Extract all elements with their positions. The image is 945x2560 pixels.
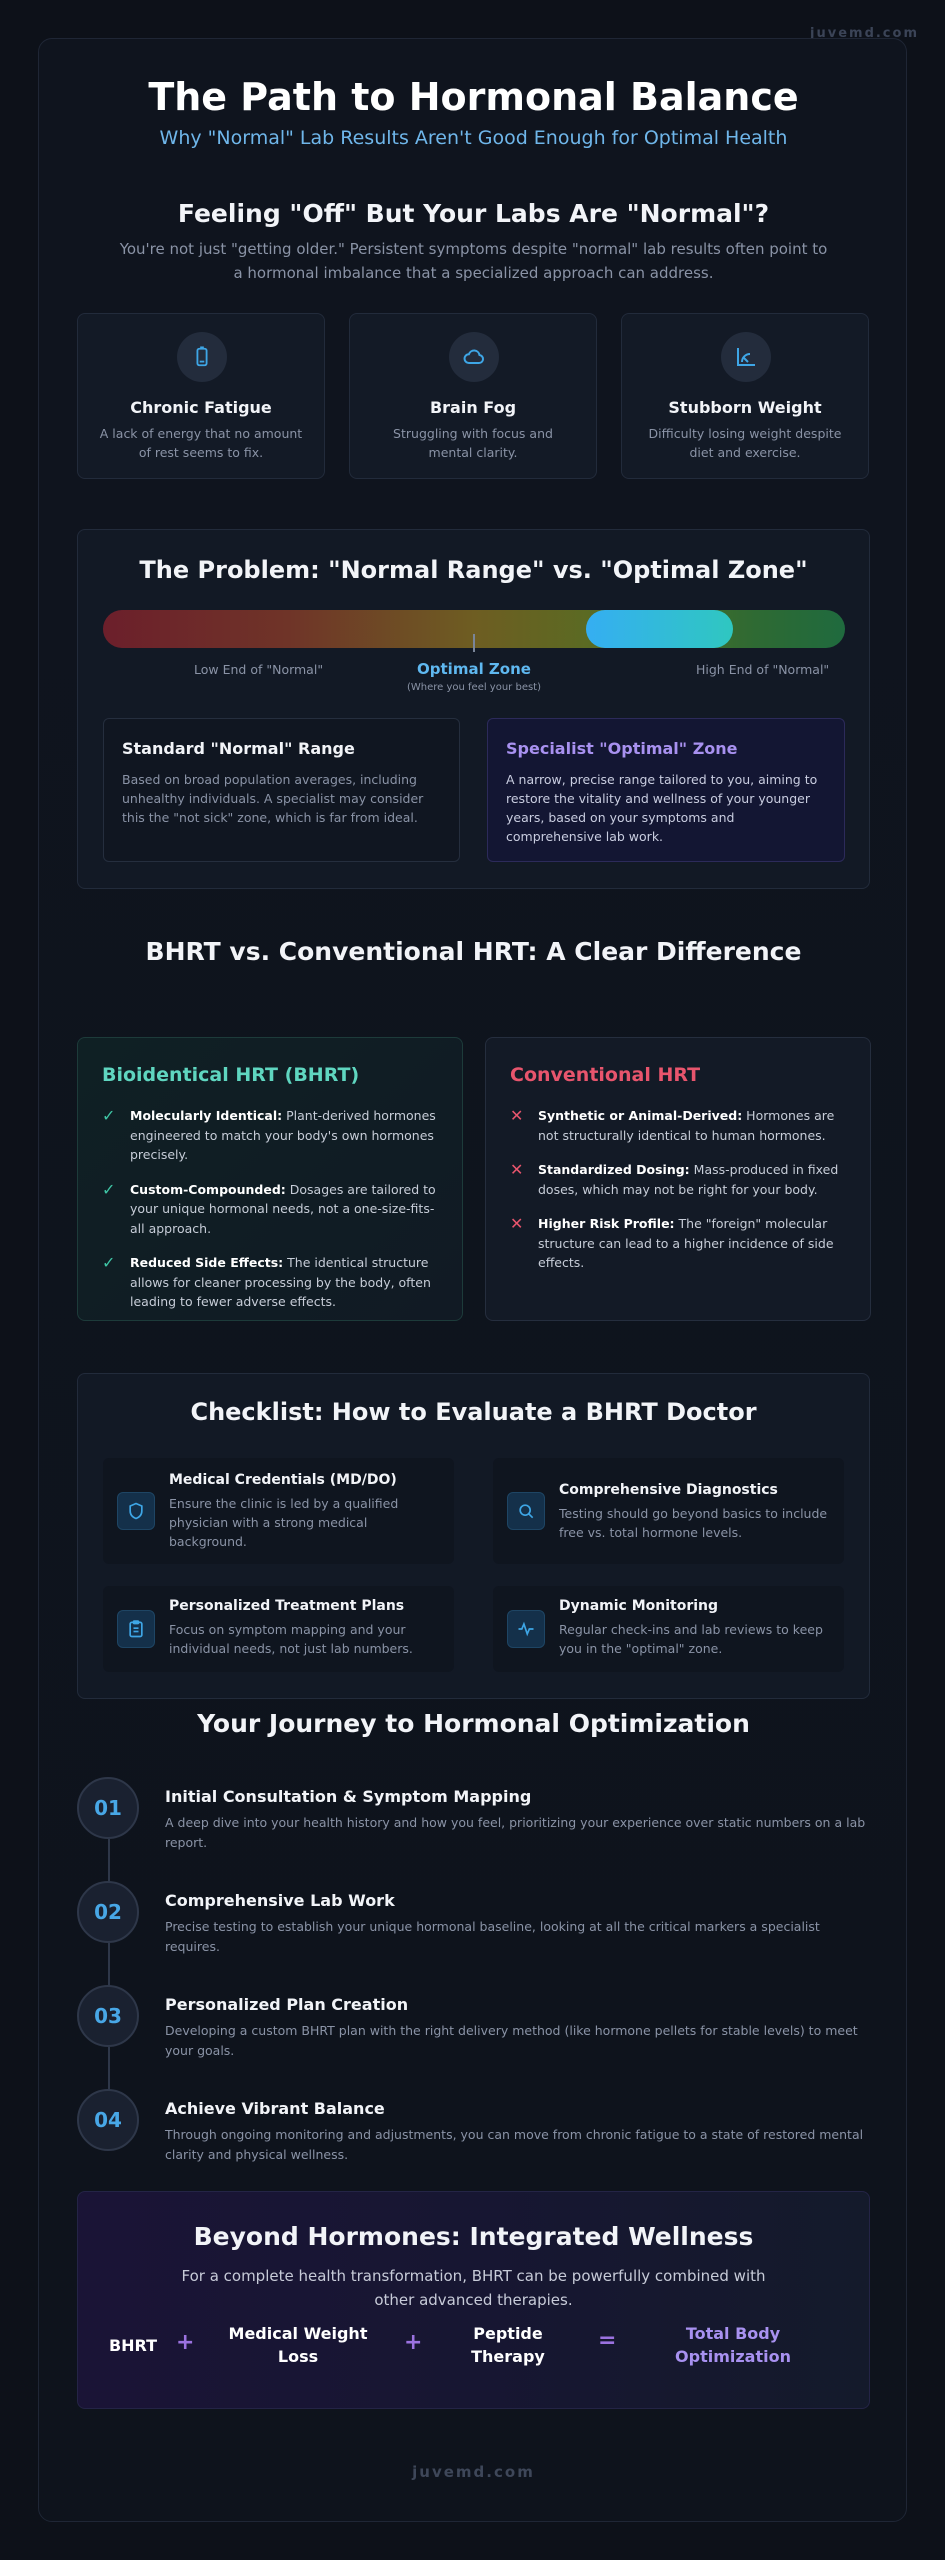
checklist-item-diagnostics: Comprehensive Diagnostics Testing should… bbox=[493, 1458, 844, 1564]
bhrt-item: ✓ Custom-Compounded: Dosages are tailore… bbox=[102, 1180, 438, 1239]
problem-title: The Problem: "Normal Range" vs. "Optimal… bbox=[139, 556, 808, 584]
bhrt-item: ✓ Molecularly Identical: Plant-derived h… bbox=[102, 1106, 438, 1165]
range-marker bbox=[473, 634, 475, 652]
intro-title: Feeling "Off" But Your Labs Are "Normal"… bbox=[177, 199, 770, 228]
checklist-item-title: Personalized Treatment Plans bbox=[169, 1598, 405, 1614]
optimal-zone-note: (Where you feel your best) bbox=[406, 682, 542, 693]
symptom-title: Stubborn Weight bbox=[668, 398, 822, 417]
checklist-item-text: Ensure the clinic is led by a qualified … bbox=[169, 1496, 399, 1549]
checklist-item-title: Comprehensive Diagnostics bbox=[559, 1482, 778, 1498]
scale-icon bbox=[721, 332, 771, 382]
step-number: 03 bbox=[77, 1985, 139, 2047]
low-normal-label: Low End of "Normal" bbox=[194, 662, 324, 677]
beyond-title: Beyond Hormones: Integrated Wellness bbox=[193, 2222, 754, 2251]
optimal-zone-label: Optimal Zone bbox=[417, 660, 531, 678]
cross-icon: ✕ bbox=[510, 1214, 524, 1233]
formula-equals: = bbox=[598, 2328, 617, 2353]
formula-bhrt: BHRT bbox=[108, 2336, 158, 2355]
magnifier-icon bbox=[507, 1492, 545, 1530]
footer-brand: juvemd.com bbox=[412, 2463, 535, 2481]
specialist-zone-card: Specialist "Optimal" Zone A narrow, prec… bbox=[487, 718, 845, 862]
bhrt-item: ✓ Reduced Side Effects: The identical st… bbox=[102, 1253, 438, 1312]
clipboard-icon bbox=[117, 1610, 155, 1648]
conventional-title: Conventional HRT bbox=[510, 1064, 701, 1086]
step-text: A deep dive into your health history and… bbox=[165, 1815, 866, 1850]
cross-icon: ✕ bbox=[510, 1106, 524, 1125]
check-icon: ✓ bbox=[102, 1253, 116, 1272]
step-number: 01 bbox=[77, 1777, 139, 1839]
high-normal-label: High End of "Normal" bbox=[696, 662, 830, 677]
battery-icon bbox=[177, 332, 227, 382]
pulse-icon bbox=[507, 1610, 545, 1648]
beyond-section: Beyond Hormones: Integrated Wellness For… bbox=[77, 2191, 870, 2409]
formula-plus-2: + bbox=[404, 2330, 423, 2355]
checklist-item-title: Dynamic Monitoring bbox=[559, 1598, 719, 1614]
step-number: 02 bbox=[77, 1881, 139, 1943]
standard-range-card: Standard "Normal" Range Based on broad p… bbox=[103, 718, 460, 862]
problem-section: The Problem: "Normal Range" vs. "Optimal… bbox=[77, 529, 870, 889]
comparison-title: BHRT vs. Conventional HRT: A Clear Diffe… bbox=[145, 937, 802, 966]
timeline-connector bbox=[108, 1839, 110, 1883]
checklist-item-plans: Personalized Treatment Plans Focus on sy… bbox=[103, 1586, 454, 1672]
checklist-item-monitoring: Dynamic Monitoring Regular check-ins and… bbox=[493, 1586, 844, 1672]
checklist-item-text: Focus on symptom mapping and your indivi… bbox=[169, 1622, 413, 1656]
conventional-item: ✕ Synthetic or Animal-Derived: Hormones … bbox=[510, 1106, 846, 1145]
symptom-card-fatigue: Chronic Fatigue A lack of energy that no… bbox=[77, 313, 325, 479]
step-number: 04 bbox=[77, 2089, 139, 2151]
page-subtitle: Why "Normal" Lab Results Aren't Good Eno… bbox=[159, 127, 788, 149]
checklist-item-text: Regular check-ins and lab reviews to kee… bbox=[559, 1622, 823, 1656]
step-title: Personalized Plan Creation bbox=[165, 1995, 409, 2014]
optimal-zone-segment bbox=[586, 610, 733, 648]
infographic-card: The Path to Hormonal Balance Why "Normal… bbox=[38, 38, 907, 2522]
formula-plus-1: + bbox=[176, 2330, 195, 2355]
step-title: Achieve Vibrant Balance bbox=[165, 2099, 385, 2118]
step-text: Precise testing to establish your unique… bbox=[165, 1919, 820, 1954]
standard-range-title: Standard "Normal" Range bbox=[122, 739, 355, 758]
standard-range-text: Based on broad population averages, incl… bbox=[122, 772, 424, 825]
checklist-item-text: Testing should go beyond basics to inclu… bbox=[559, 1506, 828, 1540]
formula-peptide: Peptide Therapy bbox=[471, 2324, 545, 2366]
intro-text: You're not just "getting older." Persist… bbox=[119, 240, 828, 282]
step-text: Through ongoing monitoring and adjustmen… bbox=[165, 2127, 864, 2162]
journey-title: Your Journey to Hormonal Optimization bbox=[197, 1709, 750, 1738]
check-icon: ✓ bbox=[102, 1179, 116, 1199]
bhrt-title: Bioidentical HRT (BHRT) bbox=[102, 1064, 360, 1086]
checklist-item-title: Medical Credentials (MD/DO) bbox=[169, 1472, 397, 1488]
step-title: Comprehensive Lab Work bbox=[165, 1891, 395, 1910]
page-title: The Path to Hormonal Balance bbox=[148, 75, 799, 119]
conventional-card: Conventional HRT ✕ Synthetic or Animal-D… bbox=[485, 1037, 871, 1321]
symptom-card-brain-fog: Brain Fog Struggling with focus and ment… bbox=[349, 313, 597, 479]
step-text: Developing a custom BHRT plan with the r… bbox=[165, 2023, 858, 2058]
specialist-zone-title: Specialist "Optimal" Zone bbox=[506, 739, 738, 758]
symptom-text: Struggling with focus and mental clarity… bbox=[393, 426, 553, 460]
check-icon: ✓ bbox=[102, 1106, 116, 1125]
conventional-item: ✕ Higher Risk Profile: The "foreign" mol… bbox=[510, 1214, 846, 1273]
checklist-title: Checklist: How to Evaluate a BHRT Doctor bbox=[190, 1398, 757, 1426]
beyond-text: For a complete health transformation, BH… bbox=[181, 2267, 766, 2309]
checklist-item-credentials: Medical Credentials (MD/DO) Ensure the c… bbox=[103, 1458, 454, 1564]
cloud-icon bbox=[449, 332, 499, 382]
checklist-section: Checklist: How to Evaluate a BHRT Doctor… bbox=[77, 1373, 870, 1699]
symptom-text: A lack of energy that no amount of rest … bbox=[99, 426, 303, 460]
timeline-connector bbox=[108, 1943, 110, 1987]
symptom-text: Difficulty losing weight despite diet an… bbox=[648, 426, 842, 460]
conventional-item: ✕ Standardized Dosing: Mass-produced in … bbox=[510, 1160, 846, 1199]
timeline-connector bbox=[108, 2047, 110, 2091]
specialist-zone-text: A narrow, precise range tailored to you,… bbox=[506, 772, 818, 844]
formula-weight-loss: Medical Weight Loss bbox=[228, 2324, 368, 2366]
symptom-title: Brain Fog bbox=[429, 398, 517, 417]
watermark-top: juvemd.com bbox=[810, 26, 919, 41]
symptom-card-weight: Stubborn Weight Difficulty losing weight… bbox=[621, 313, 869, 479]
symptom-title: Chronic Fatigue bbox=[130, 398, 272, 417]
step-title: Initial Consultation & Symptom Mapping bbox=[165, 1787, 532, 1806]
formula-result: Total Body Optimization bbox=[675, 2324, 791, 2366]
shield-icon bbox=[117, 1492, 155, 1530]
cross-icon: ✕ bbox=[510, 1160, 524, 1179]
bhrt-card: Bioidentical HRT (BHRT) ✓ Molecularly Id… bbox=[77, 1037, 463, 1321]
